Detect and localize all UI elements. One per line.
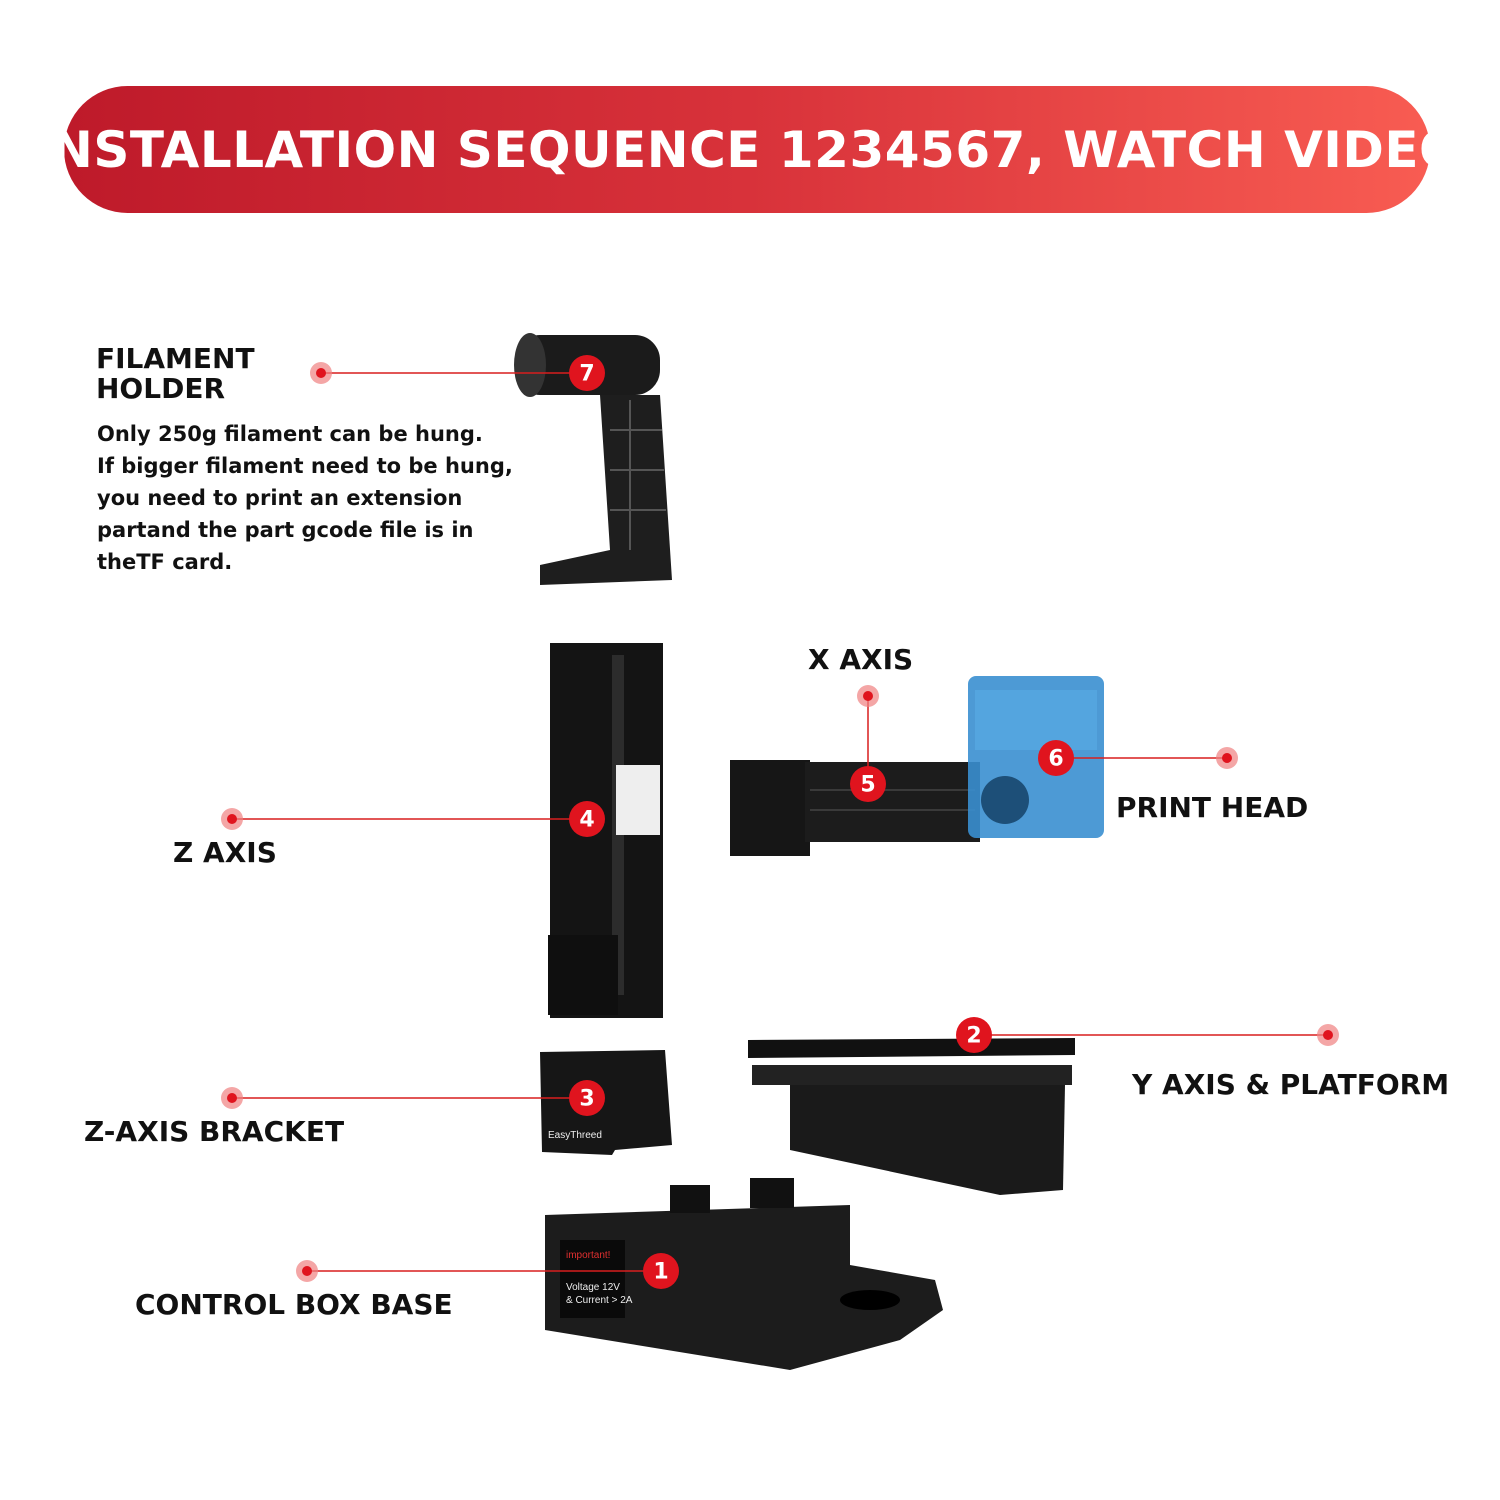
svg-text:5: 5 (860, 773, 875, 798)
callout-dots (221, 362, 1339, 1282)
anchor-dot (857, 685, 879, 707)
banner-title: INSTALLATION SEQUENCE 1234567, WATCH VID… (31, 120, 1463, 179)
z-axis-image (548, 643, 663, 1018)
print-head-label: PRINT HEAD (1116, 791, 1309, 824)
step-badge-2: 2 (956, 1017, 992, 1053)
description-line: partand the part gcode file is in (97, 518, 474, 542)
step-badge-6: 6 (1038, 740, 1074, 776)
step-badge-5: 5 (850, 766, 886, 802)
title-banner: INSTALLATION SEQUENCE 1234567, WATCH VID… (32, 86, 1462, 213)
filament-holder-title-2: HOLDER (96, 372, 226, 405)
anchor-dot (1216, 747, 1238, 769)
description-line: Only 250g filament can be hung. (97, 422, 483, 446)
filament-holder-description: Only 250g filament can be hung. If bigge… (97, 418, 513, 578)
description-line: theTF card. (97, 550, 233, 574)
svg-text:6: 6 (1048, 747, 1063, 772)
step-badge-3: 3 (569, 1080, 605, 1116)
print-head-image (968, 676, 1104, 838)
anchor-dot (221, 1087, 243, 1109)
filament-holder-label: FILAMENT HOLDER (96, 344, 255, 404)
bracket-brand-text: EasyThreed (548, 1130, 602, 1141)
z-axis-bracket-image: EasyThreed (540, 1050, 672, 1155)
anchor-dot (310, 362, 332, 384)
z-axis-bracket-label: Z-AXIS BRACKET (84, 1115, 345, 1148)
svg-text:3: 3 (579, 1087, 594, 1112)
svg-text:4: 4 (579, 808, 594, 833)
filament-holder-title-1: FILAMENT (96, 342, 255, 375)
description-line: you need to print an extension (97, 486, 463, 510)
sticker-current: & Current > 2A (566, 1295, 633, 1306)
svg-text:1: 1 (653, 1260, 668, 1285)
x-axis-image (730, 760, 980, 856)
step-badge-7: 7 (569, 355, 605, 391)
z-axis-label: Z AXIS (173, 836, 277, 869)
control-box-base-image: important! Voltage 12V & Current > 2A (545, 1178, 943, 1370)
y-axis-platform-image (748, 1038, 1075, 1195)
anchor-dot (221, 808, 243, 830)
description-line: If bigger filament need to be hung, (97, 454, 513, 478)
y-axis-platform-label: Y AXIS & PLATFORM (1132, 1068, 1450, 1101)
anchor-dot (1317, 1024, 1339, 1046)
sticker-voltage: Voltage 12V (566, 1282, 620, 1293)
control-box-base-label: CONTROL BOX BASE (135, 1288, 453, 1321)
anchor-dot (296, 1260, 318, 1282)
step-badge-1: 1 (643, 1253, 679, 1289)
step-badge-4: 4 (569, 801, 605, 837)
svg-text:7: 7 (579, 362, 594, 387)
x-axis-label: X AXIS (808, 643, 914, 676)
svg-text:2: 2 (966, 1024, 981, 1049)
sticker-heading: important! (566, 1250, 610, 1261)
callout-lines (232, 372, 1328, 1272)
